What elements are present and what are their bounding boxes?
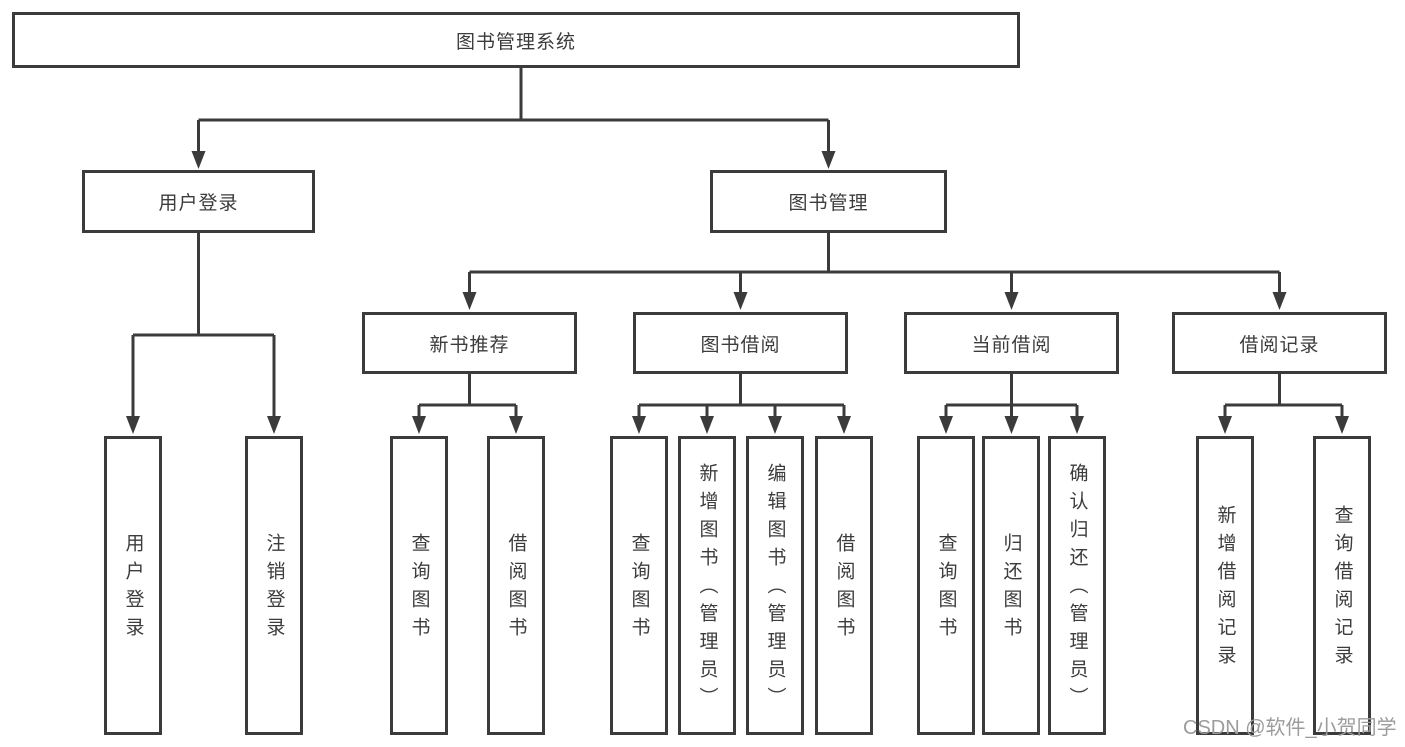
leaf-user-login: 用户登录: [104, 436, 162, 735]
leaf-add-borrow-record: 新增借阅记录: [1196, 436, 1254, 735]
node-new-book-recommend: 新书推荐: [362, 312, 577, 374]
leaf-return-books: 归还图书: [982, 436, 1040, 735]
leaf-logout-label: 注销登录: [263, 532, 285, 645]
node-root-label: 图书管理系统: [455, 31, 576, 53]
leaf-user-login-label: 用户登录: [122, 532, 144, 645]
node-book-borrowing: 图书借阅: [633, 312, 848, 374]
node-current-borrowing: 当前借阅: [904, 312, 1119, 374]
node-current-borrowing-label: 当前借阅: [971, 334, 1052, 356]
leaf-borrow-books-recommend-label: 借阅图书: [505, 532, 527, 645]
leaf-add-books-admin: 新增图书（管理员）: [678, 436, 736, 735]
node-user-login: 用户登录: [82, 170, 315, 233]
leaf-query-borrow-record: 查询借阅记录: [1313, 436, 1371, 735]
node-user-login-label: 用户登录: [158, 193, 239, 214]
leaf-query-books-borrowing: 查询图书: [610, 436, 668, 735]
node-borrowing-records: 借阅记录: [1172, 312, 1387, 374]
leaf-borrow-books-recommend: 借阅图书: [487, 436, 545, 735]
leaf-query-borrow-record-label: 查询借阅记录: [1331, 504, 1353, 673]
leaf-query-books-recommend-label: 查询图书: [408, 532, 430, 645]
leaf-edit-books-admin-label: 编辑图书（管理员）: [764, 462, 786, 715]
leaf-query-books-borrowing-label: 查询图书: [628, 532, 650, 645]
node-root: 图书管理系统: [12, 12, 1020, 68]
leaf-logout: 注销登录: [245, 436, 303, 735]
leaf-edit-books-admin: 编辑图书（管理员）: [746, 436, 804, 735]
leaf-query-books-current: 查询图书: [917, 436, 975, 735]
node-borrowing-records-label: 借阅记录: [1239, 334, 1320, 356]
leaf-add-books-admin-label: 新增图书（管理员）: [696, 462, 718, 715]
leaf-borrow-books-borrowing-label: 借阅图书: [833, 532, 855, 645]
watermark: CSDN @软件_小贺同学: [1183, 717, 1397, 739]
leaf-confirm-return-admin-label: 确认归还（管理员）: [1066, 462, 1088, 715]
leaf-confirm-return-admin: 确认归还（管理员）: [1048, 436, 1106, 735]
node-book-borrowing-label: 图书借阅: [700, 334, 781, 356]
leaf-query-books-recommend: 查询图书: [390, 436, 448, 735]
leaf-add-borrow-record-label: 新增借阅记录: [1214, 504, 1236, 673]
leaf-borrow-books-borrowing: 借阅图书: [815, 436, 873, 735]
leaf-return-books-label: 归还图书: [1000, 532, 1022, 645]
node-book-management: 图书管理: [710, 170, 947, 233]
node-new-book-recommend-label: 新书推荐: [429, 334, 510, 356]
node-book-management-label: 图书管理: [788, 193, 869, 214]
leaf-query-books-current-label: 查询图书: [935, 532, 957, 645]
